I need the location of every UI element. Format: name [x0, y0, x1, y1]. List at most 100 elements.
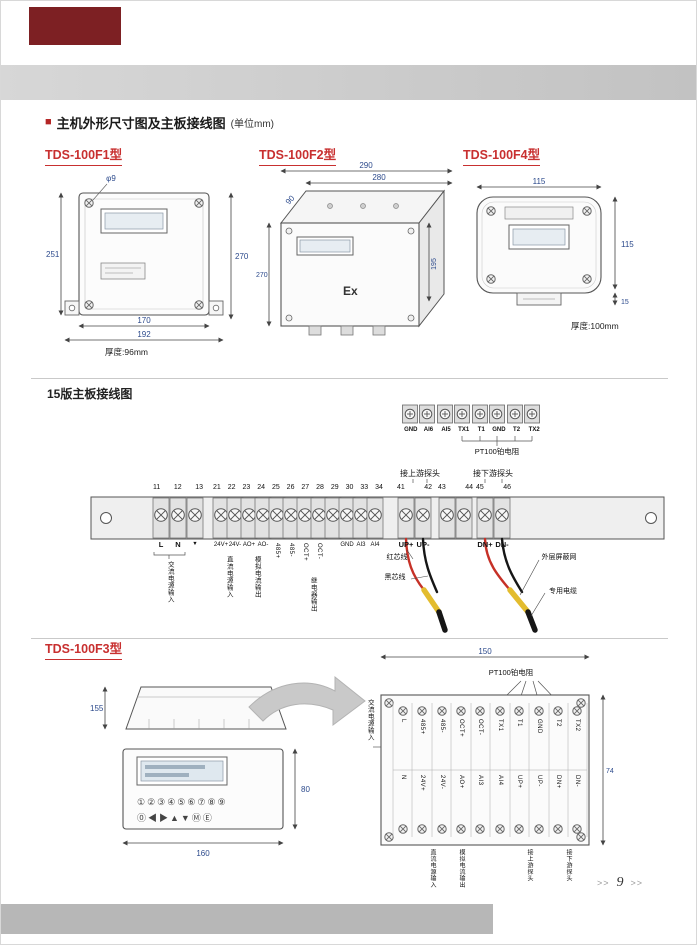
f2-ex-marking: Ex — [343, 284, 358, 298]
terminal-number: 42 — [424, 484, 432, 491]
annotation-black-core-wire: 黑芯线 — [384, 574, 406, 581]
terminal-label: T1 — [477, 427, 485, 433]
upstream-red-wire — [404, 537, 426, 592]
downstream-cable — [525, 609, 538, 633]
page-mark-left: >> — [597, 878, 610, 888]
terminal-number: 41 — [397, 484, 405, 491]
terminal-number: 27 — [301, 484, 310, 491]
f3-annotation-analog-output: 模拟电流输出 — [458, 849, 464, 888]
f3-terminal-label: DN+ — [555, 775, 561, 789]
terminal-label-485minus: 485- — [288, 543, 294, 558]
f3-terminal-label: DN- — [574, 775, 580, 788]
pointer-arrow-graphic — [248, 675, 366, 726]
terminal-label-gnd: GND — [340, 542, 354, 548]
f3-dimensions: 155 80 160 — [90, 686, 310, 858]
downstream-probe-label: 接下游探头 — [473, 469, 513, 478]
terminal-label: GND — [404, 427, 418, 433]
probe-pointer-ticks — [412, 479, 503, 483]
terminal-label: AI6 — [423, 427, 434, 433]
annotation-red-core-wire: 红芯线 — [386, 554, 408, 561]
terminal-number: 12 — [173, 484, 182, 491]
f2-dim-total-width: 290 — [359, 161, 373, 170]
f2-dim-height-left: 270 — [256, 272, 268, 279]
f3-terminal-label: N — [400, 775, 406, 780]
terminal-number: 46 — [503, 484, 511, 491]
terminal-label-octminus: OCT- — [316, 543, 322, 560]
heading-bullet-icon: ■ — [45, 116, 52, 128]
pt100-bracket — [461, 436, 533, 446]
terminal-label-ai4: AI4 — [370, 542, 380, 548]
f3-pt100-label: PT100铂电阻 — [488, 668, 534, 677]
annotation-shield-braid: 外层屏蔽网 — [541, 554, 577, 561]
board15-diagram: GND AI6 AI5 TX1 T1 GND T2 TX2 PT100铂电阻 接… — [61, 399, 671, 634]
terminal-number: 11 — [153, 484, 161, 491]
terminal-number: 44 — [465, 484, 473, 491]
terminal-label-octplus: OCT+ — [302, 543, 308, 562]
f2-dimensions: 290 280 90 270 195 — [256, 161, 453, 327]
f3-title: TDS-100F3型 — [45, 642, 123, 660]
f3-terminal-label: AO+ — [458, 775, 464, 789]
heading-text: 主机外形尺寸图及主板接线图 — [56, 116, 226, 131]
terminal-label-dnplus: DN+ — [477, 540, 493, 549]
f1-label-plate — [100, 262, 146, 280]
terminal-label-24vplus: 24V+ — [213, 542, 229, 548]
f3-terminal-label: T1 — [516, 719, 522, 728]
f2-cable-gland — [372, 325, 386, 336]
f3-terminal-label: TX2 — [574, 719, 580, 732]
f2-title: TDS-100F2型 — [259, 148, 337, 166]
terminal-label-L: L — [158, 540, 164, 549]
f3-keypad-row2: ⓪◀▶▲▼ⓂⒺ — [137, 813, 214, 823]
terminal-label-upplus: UP+ — [398, 540, 414, 549]
f4-device-body — [476, 196, 602, 306]
section-heading: ■ 主机外形尺寸图及主板接线图 (单位mm) — [45, 113, 274, 132]
f3-annotation-upstream: 接上游探头 — [526, 849, 532, 882]
f3-terminal-label: TX1 — [497, 719, 503, 732]
page-number: 9 — [616, 875, 624, 890]
terminal-number: 29 — [330, 484, 339, 491]
terminal-label: AI5 — [441, 427, 451, 433]
terminal-label-24vminus: 24V- — [228, 542, 242, 548]
upper-terminal-labels: GND AI6 AI5 TX1 T1 GND T2 TX2 — [402, 427, 543, 433]
terminal-number: 21 — [213, 484, 221, 491]
f1-dim-height-right: 270 — [235, 252, 249, 261]
f3-terminal-label: 485+ — [419, 719, 425, 735]
f3-terminal-label: AI3 — [477, 775, 483, 786]
downstream-black-wire — [500, 537, 524, 594]
f3-display — [140, 760, 224, 782]
terminal-label-dnminus: DN- — [495, 540, 509, 549]
f3-device-drawing: ①②③④⑤⑥⑦⑧⑨ ⓪◀▶▲▼ⓂⒺ 155 80 160 — [90, 686, 310, 858]
f2-device-body: Ex — [279, 189, 446, 336]
f4-title: TDS-100F4型 — [463, 148, 541, 166]
f3-wiring-diagram: 150 74 — [361, 647, 616, 892]
terminal-numbers-group3: 41 42 — [397, 484, 432, 491]
f1-device-body — [64, 192, 224, 316]
f2-dim-height-right: 195 — [431, 258, 438, 270]
board15-upper-terminal-block — [402, 404, 540, 424]
f3-terminal-label: OCT+ — [458, 719, 464, 738]
f3-dim-width: 160 — [196, 849, 210, 858]
upstream-black-wire — [421, 537, 439, 594]
f1-dim-height-left: 251 — [46, 250, 60, 259]
terminal-number: 24 — [257, 484, 265, 491]
terminal-number: 43 — [438, 484, 446, 491]
divider-top — [31, 378, 668, 379]
f3-board-dim-height: 74 — [606, 768, 614, 775]
f1-display — [104, 212, 164, 230]
f3-board-dimensions: 150 74 — [380, 647, 614, 846]
divider-bottom — [31, 638, 668, 639]
f3-annotation-ac-power: 交流电源输入 — [366, 699, 374, 741]
downstream-shield — [507, 587, 531, 615]
annotation-ac-power: 交流电源输入 — [166, 561, 174, 603]
terminal-label: TX1 — [458, 427, 470, 433]
f3-terminal-label: L — [400, 719, 406, 723]
f4-thickness-note: 厚度:100mm — [571, 321, 619, 331]
terminal-number: 22 — [227, 484, 236, 491]
f4-dim-foot: 15 — [621, 299, 629, 306]
terminal-number: 23 — [242, 484, 251, 491]
terminal-label-aominus: AO- — [257, 542, 269, 548]
f2-cable-gland — [308, 325, 322, 336]
page-number-block: >> 9 >> — [597, 875, 643, 891]
